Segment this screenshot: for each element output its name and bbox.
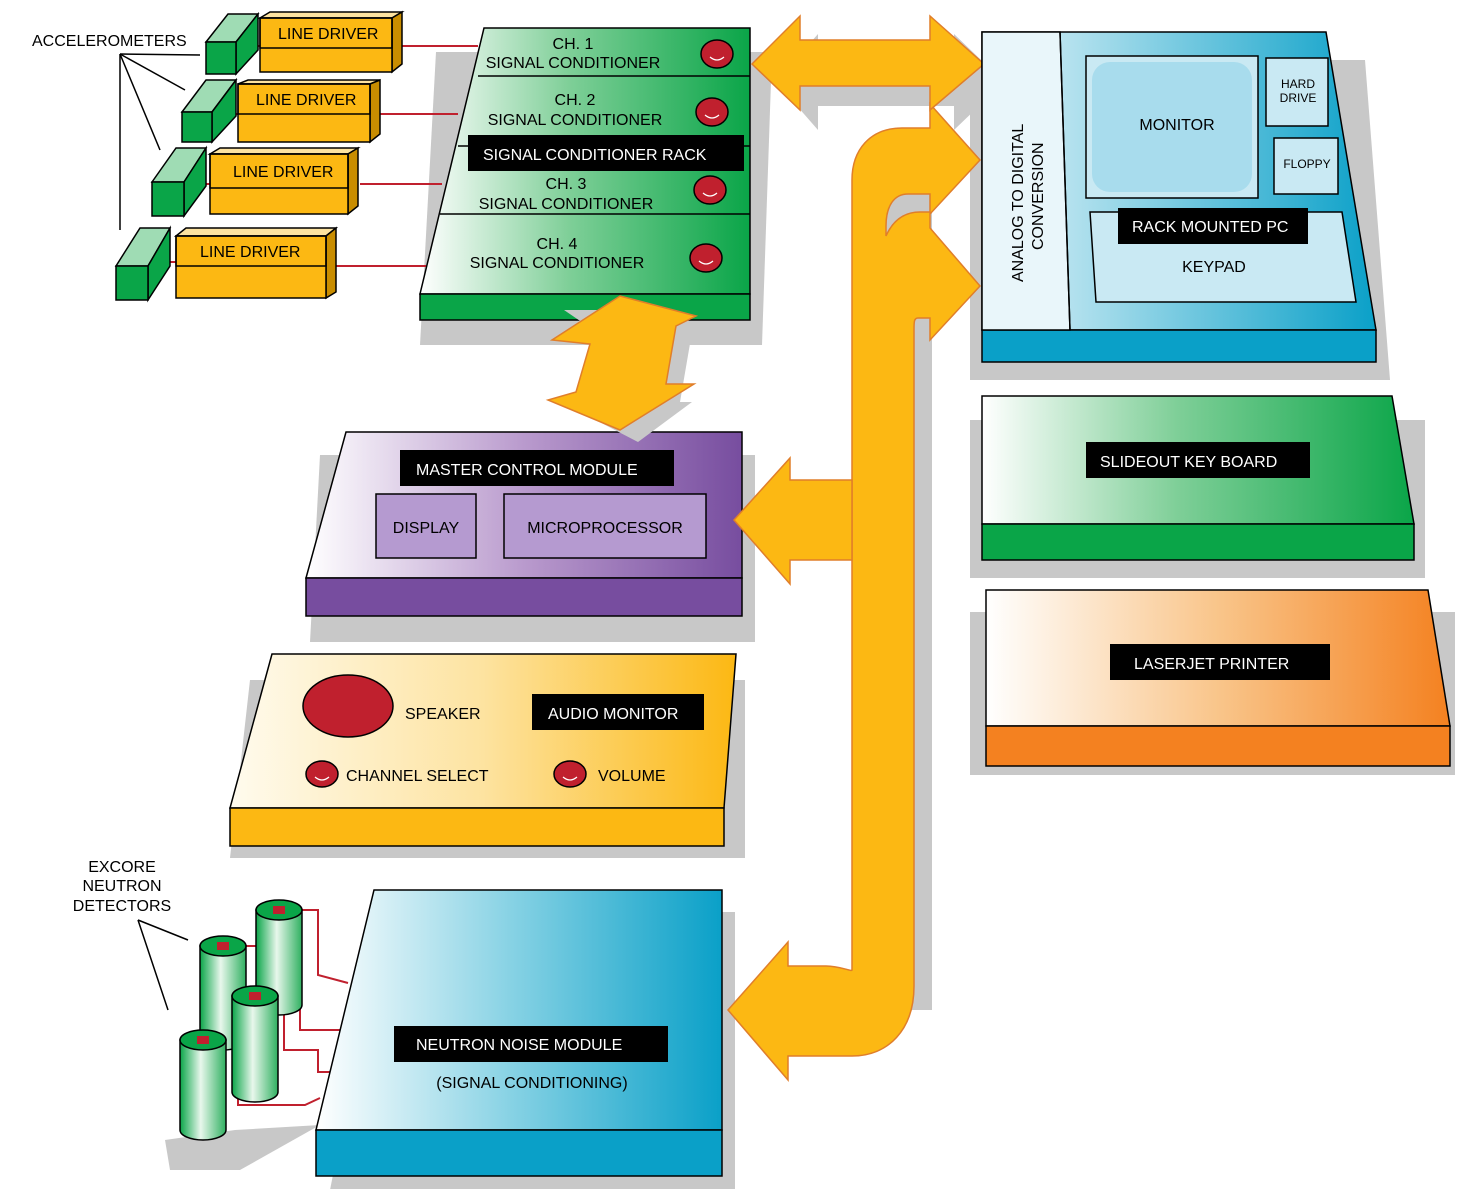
channel-label: SIGNAL CONDITIONER bbox=[470, 255, 645, 272]
line-driver-label: LINE DRIVER bbox=[233, 164, 333, 181]
neutron-detector-icon bbox=[179, 1029, 227, 1141]
channel-number: CH. 3 bbox=[546, 176, 587, 193]
accelerometer-icon bbox=[114, 225, 172, 303]
display-label: DISPLAY bbox=[393, 520, 460, 537]
audio-monitor: SPEAKER AUDIO MONITOR CHANNEL SELECT VOL… bbox=[229, 653, 737, 847]
accelerometer-icon bbox=[204, 11, 260, 76]
accelerometer-group: ACCELEROMETERS bbox=[32, 11, 260, 303]
channel-label: SIGNAL CONDITIONER bbox=[479, 196, 654, 213]
channel-number: CH. 4 bbox=[537, 236, 578, 253]
rack-to-master-arrow bbox=[545, 295, 699, 431]
accelerometers-label: ACCELEROMETERS bbox=[32, 33, 187, 50]
knob-icon bbox=[553, 760, 587, 788]
line-driver-label: LINE DRIVER bbox=[278, 26, 378, 43]
laserjet-printer-title: LASERJET PRINTER bbox=[1134, 656, 1289, 673]
channel-label: SIGNAL CONDITIONER bbox=[488, 112, 663, 129]
data-bus-arrows bbox=[545, 14, 1004, 1083]
neutron-detector-icon bbox=[231, 985, 279, 1103]
neutron-noise-title: NEUTRON NOISE MODULE bbox=[416, 1037, 622, 1054]
adc-label-1: ANALOG TO DIGITAL bbox=[1010, 124, 1027, 282]
hard-drive-label-1: HARD bbox=[1281, 77, 1315, 91]
accelerometer-icon bbox=[180, 77, 238, 144]
knob-icon bbox=[700, 39, 734, 69]
master-control-title: MASTER CONTROL MODULE bbox=[416, 462, 638, 479]
slideout-keyboard: SLIDEOUT KEY BOARD bbox=[981, 395, 1415, 561]
audio-monitor-title: AUDIO MONITOR bbox=[548, 706, 678, 723]
hard-drive-label-2: DRIVE bbox=[1280, 91, 1317, 105]
line-driver-label: LINE DRIVER bbox=[256, 92, 356, 109]
speaker-icon bbox=[302, 674, 394, 738]
line-driver-group: LINE DRIVER LINE DRIVER LINE DRIVER LINE… bbox=[173, 10, 405, 300]
line-driver-3: LINE DRIVER bbox=[207, 146, 361, 216]
accelerometer-icon bbox=[150, 145, 208, 219]
knob-icon bbox=[693, 175, 727, 205]
neutron-noise-module: NEUTRON NOISE MODULE (SIGNAL CONDITIONIN… bbox=[315, 889, 723, 1177]
channel-number: CH. 2 bbox=[555, 92, 596, 109]
knob-icon bbox=[689, 243, 723, 273]
bus-to-master-control bbox=[732, 456, 853, 586]
neutron-noise-subtitle: (SIGNAL CONDITIONING) bbox=[436, 1075, 627, 1092]
monitor-label: MONITOR bbox=[1139, 117, 1214, 134]
channel-select-label: CHANNEL SELECT bbox=[346, 768, 489, 785]
knob-icon bbox=[695, 97, 729, 127]
excore-detectors: EXCORE NEUTRON DETECTORS bbox=[73, 859, 303, 1141]
line-driver-1: LINE DRIVER bbox=[257, 10, 405, 74]
laserjet-printer: LASERJET PRINTER bbox=[985, 589, 1451, 767]
volume-label: VOLUME bbox=[598, 768, 666, 785]
floppy-label: FLOPPY bbox=[1283, 157, 1330, 171]
rack-pc-title: RACK MOUNTED PC bbox=[1132, 219, 1288, 236]
knob-icon bbox=[305, 760, 339, 788]
excore-label-3: DETECTORS bbox=[73, 898, 171, 915]
rack-title: SIGNAL CONDITIONER RACK bbox=[483, 147, 707, 164]
channel-number: CH. 1 bbox=[553, 36, 594, 53]
line-driver-4: LINE DRIVER bbox=[173, 226, 339, 300]
keypad-label: KEYPAD bbox=[1182, 259, 1246, 276]
excore-label-2: NEUTRON bbox=[82, 878, 161, 895]
vertical-bus bbox=[727, 102, 982, 1083]
line-driver-2: LINE DRIVER bbox=[237, 78, 381, 144]
signal-conditioner-rack: SIGNAL CONDITIONER RACK CH. 1 SIGNAL CON… bbox=[419, 27, 751, 321]
excore-label-1: EXCORE bbox=[88, 859, 156, 876]
slideout-keyboard-title: SLIDEOUT KEY BOARD bbox=[1100, 454, 1277, 471]
speaker-label: SPEAKER bbox=[405, 706, 481, 723]
master-control-module: MASTER CONTROL MODULE DISPLAY MICROPROCE… bbox=[305, 431, 743, 617]
adc-label-2: CONVERSION bbox=[1030, 142, 1047, 250]
channel-label: SIGNAL CONDITIONER bbox=[486, 55, 661, 72]
microprocessor-label: MICROPROCESSOR bbox=[527, 520, 683, 537]
line-driver-label: LINE DRIVER bbox=[200, 244, 300, 261]
rack-mounted-pc: ANALOG TO DIGITAL CONVERSION MONITOR HAR… bbox=[981, 31, 1377, 363]
